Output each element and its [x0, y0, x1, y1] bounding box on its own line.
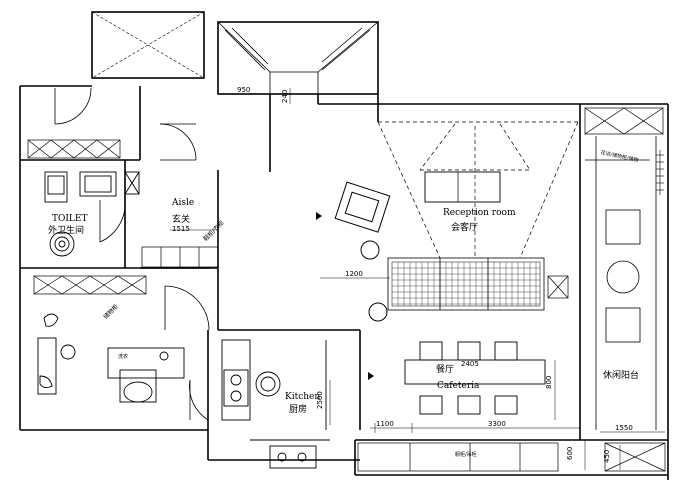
coffee-table — [424, 171, 501, 203]
stair-void — [91, 11, 205, 79]
walls — [19, 11, 669, 480]
kitchen-label-cn: 厨房 — [289, 403, 307, 415]
armchair — [334, 181, 391, 233]
side-table — [360, 240, 380, 260]
dim-240: 240 — [281, 90, 289, 103]
scale-ticks — [656, 150, 664, 195]
tv-projection-lines — [377, 121, 579, 259]
kitchen-fixtures — [221, 339, 330, 469]
storage-cabinets — [27, 107, 666, 472]
aisle-label-cn: 玄关 — [172, 213, 190, 225]
kitchen-label-en: Kitchen — [285, 392, 320, 402]
cafeteria-label-cn: 餐厅 — [436, 363, 454, 375]
stairwell — [217, 21, 379, 94]
toilet-fixtures — [44, 171, 140, 257]
dining-set — [404, 341, 546, 415]
balcony-cabinet-note: 花池/储物柜/储物 — [600, 149, 639, 164]
balcony-label-cn: 休闲阳台 — [603, 369, 639, 381]
dim-2500: 2500 — [316, 391, 324, 409]
dim-1200: 1200 — [345, 270, 363, 278]
aisle-label-en: Aisle — [171, 198, 194, 208]
side-table-2 — [368, 302, 388, 322]
dim-950: 950 — [237, 86, 250, 94]
storage-cabinet-note: 储物柜 — [101, 302, 119, 320]
dim-3300: 3300 — [488, 420, 506, 428]
kitchen-cabinet-note: 橱柜/吊柜 — [455, 451, 477, 458]
dim-1550: 1550 — [615, 424, 633, 432]
toilet-label-cn: 外卫生间 — [48, 224, 84, 236]
dim-800: 800 — [545, 376, 553, 389]
sofa — [387, 257, 545, 311]
dim-1100: 1100 — [376, 420, 394, 428]
toilet-label-en: TOILET — [52, 214, 88, 224]
direction-markers — [316, 212, 374, 380]
dim-600: 600 — [566, 447, 574, 460]
dim-450: 450 — [603, 450, 611, 463]
cafeteria-label-en: Cafeteria — [437, 381, 480, 391]
shoe-cabinet-note: 鞋柜/衣柜 — [201, 219, 225, 243]
reception-label-en: Reception room — [443, 208, 516, 218]
balcony — [585, 136, 657, 430]
laundry-fixtures — [37, 313, 185, 403]
dim-1515: 1515 — [172, 225, 190, 233]
wash-basin-note: 洗衣 — [118, 353, 128, 360]
dim-2405: 2405 — [461, 360, 479, 368]
doors — [54, 87, 210, 421]
dimension-lines — [170, 88, 665, 470]
reception-label-cn: 会客厅 — [451, 221, 478, 233]
